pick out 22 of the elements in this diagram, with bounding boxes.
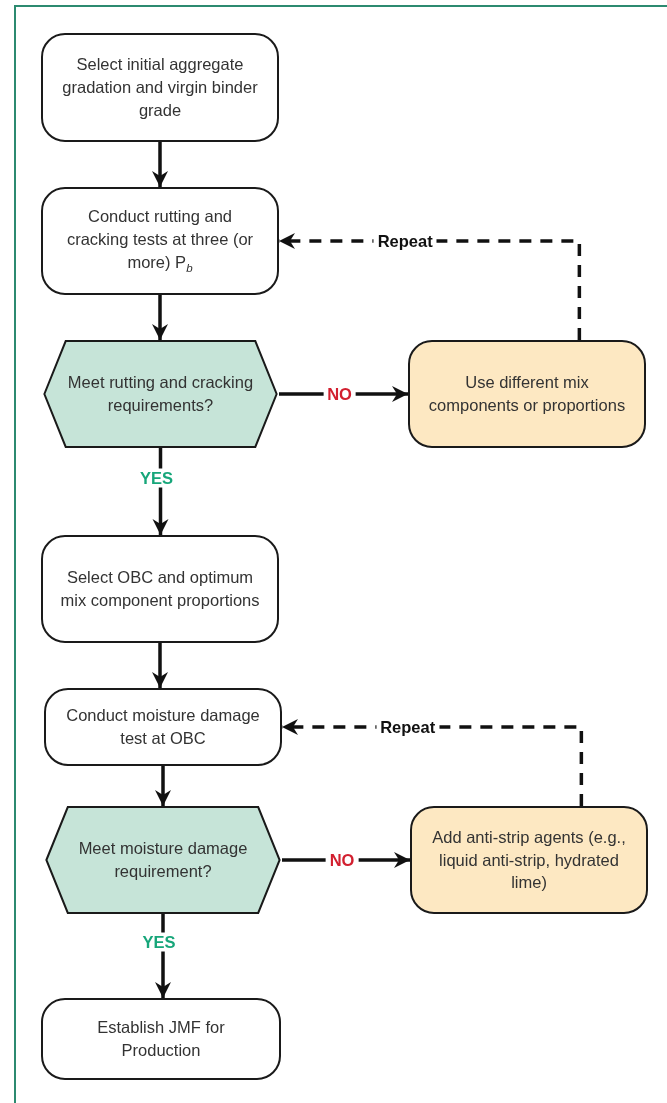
node-text: Use different mix components or proportions <box>427 372 627 416</box>
action-box <box>410 806 648 914</box>
node-text: Establish JMF for Production <box>96 1017 226 1061</box>
node-text: Meet moisture damage requirement? <box>77 838 249 882</box>
node-text: Add anti-strip agents (e.g., liquid anti-strip, hydrated lime) <box>431 826 627 894</box>
arrow <box>152 295 168 340</box>
arrow <box>152 142 168 187</box>
process-box <box>41 187 279 295</box>
arrow <box>155 766 171 806</box>
process-box <box>41 535 279 643</box>
action-box <box>408 340 646 448</box>
decision-hexagon <box>44 806 282 914</box>
node-text: Conduct rutting and cracking tests at three (or more) P$_{b}$ <box>65 206 255 276</box>
arrow <box>152 643 168 688</box>
node-text: Select OBC and optimum mix component proportions <box>59 567 261 611</box>
process-box <box>41 998 281 1080</box>
node-text: Meet rutting and cracking requirements? <box>66 372 255 416</box>
process-box <box>41 33 279 142</box>
node-text: Conduct moisture damage test at OBC <box>65 705 261 749</box>
decision-hexagon <box>42 340 279 448</box>
process-box <box>44 688 282 766</box>
node-text: Select initial aggregate gradation and virgin binder grade <box>61 54 259 121</box>
